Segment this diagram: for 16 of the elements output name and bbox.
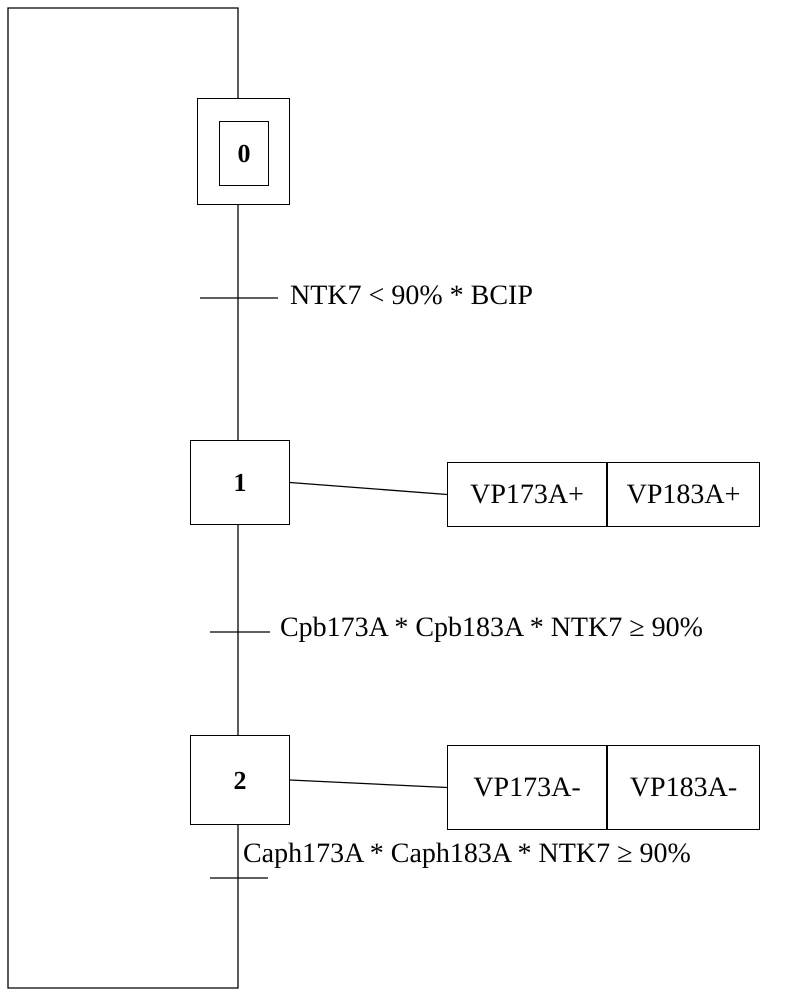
initial-step-box <box>197 98 290 205</box>
transition-condition: NTK7 < 90% * BCIP <box>290 282 533 310</box>
step-box: 0 <box>219 121 269 186</box>
step-box: 1 <box>190 440 290 525</box>
connector-line <box>7 7 239 989</box>
action-box: VP183A+ <box>607 462 760 527</box>
action-box: VP173A- <box>447 745 607 830</box>
action-box: VP183A- <box>607 745 760 830</box>
connector-line <box>290 482 448 496</box>
transition-condition: Caph173A * Caph183A * NTK7 ≥ 90% <box>243 840 691 868</box>
connector-line <box>237 205 239 440</box>
connector-line <box>237 525 239 735</box>
transition-condition: Cpb173A * Cpb183A * NTK7 ≥ 90% <box>280 614 703 642</box>
step-box: 2 <box>190 735 290 825</box>
action-box: VP173A+ <box>447 462 607 527</box>
connector-line <box>290 779 448 788</box>
